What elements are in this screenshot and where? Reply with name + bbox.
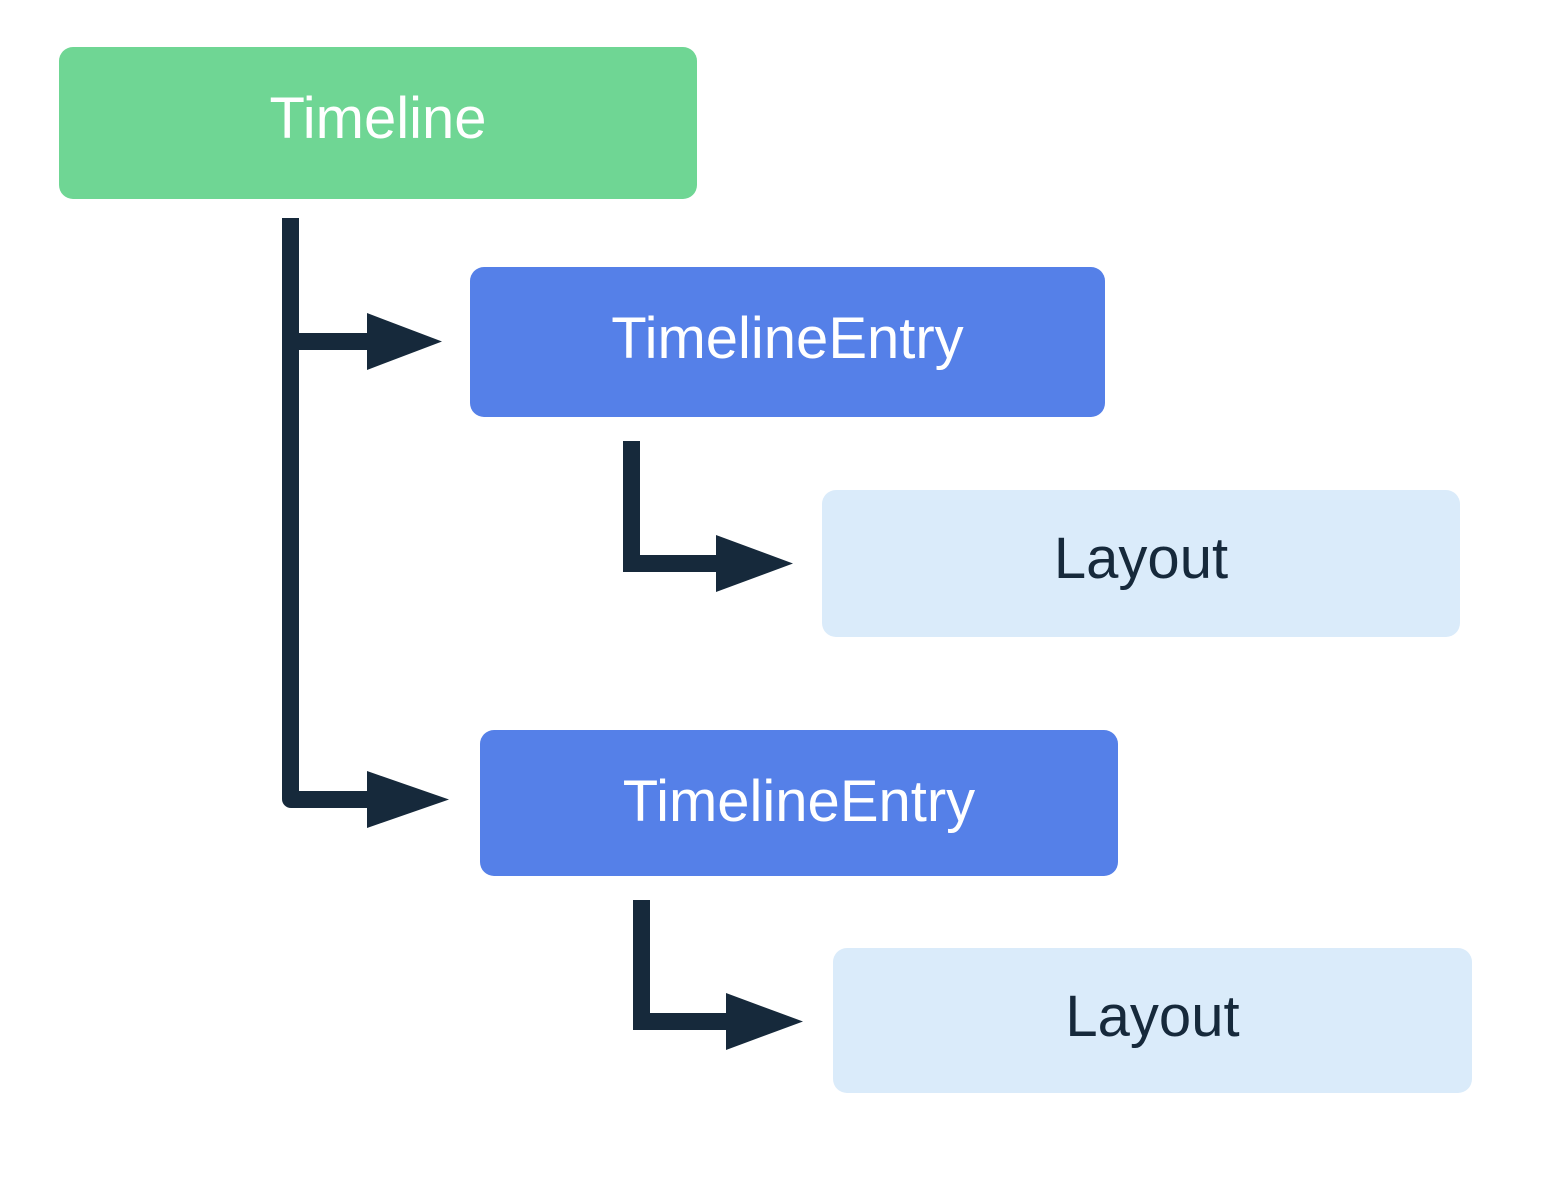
node-timeline[interactable]: Timeline	[59, 47, 697, 199]
branch1-arrowhead	[367, 313, 442, 370]
branch3-vertical	[623, 441, 640, 555]
edge-to-timeline-entry-1	[299, 313, 442, 370]
node-layout-2-label: Layout	[1065, 984, 1240, 1049]
node-timeline-entry-2[interactable]: TimelineEntry	[480, 730, 1118, 876]
node-timeline-entry-1-label: TimelineEntry	[611, 306, 964, 371]
branch2-arrowhead	[367, 771, 449, 828]
branch4-horizontal	[633, 1013, 729, 1030]
branch3-arrowhead	[716, 535, 793, 592]
branch2-horizontal	[291, 791, 369, 808]
node-layout-1-label: Layout	[1053, 526, 1229, 591]
branch4-vertical	[633, 900, 650, 1013]
node-timeline-entry-1[interactable]: TimelineEntry	[470, 267, 1105, 417]
branch3-horizontal	[623, 555, 719, 572]
edge-to-timeline-entry-2	[291, 771, 449, 828]
edge-to-layout-1	[623, 441, 793, 592]
node-layout-1[interactable]: Layout	[822, 490, 1460, 637]
edge-to-layout-2	[633, 900, 803, 1050]
node-timeline-label: Timeline	[269, 86, 487, 151]
node-layout-2[interactable]: Layout	[833, 948, 1472, 1093]
node-timeline-entry-2-label: TimelineEntry	[622, 769, 976, 834]
branch4-arrowhead	[726, 993, 803, 1050]
trunk-vertical	[282, 218, 299, 791]
trunk-elbow	[282, 791, 299, 808]
branch1-horizontal	[299, 333, 369, 350]
edge-timeline-to-entries	[282, 218, 299, 808]
